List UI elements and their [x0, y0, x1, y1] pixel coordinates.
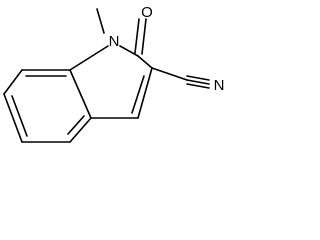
nitrile-triple-bond-mid — [186, 79, 210, 85]
nitrile-triple-bond-top — [186, 75, 210, 81]
methyl-bond — [96, 8, 105, 34]
c2-c3-bond — [137, 55, 153, 69]
c5-c4a-bond — [69, 117, 92, 143]
nitrile-triple-bond-bottom — [186, 83, 210, 89]
c3-c4-bond-outer — [137, 67, 153, 119]
c7-c6-bond — [3, 93, 23, 143]
c7-c6-bond-inner — [11, 95, 28, 137]
n1-c8a-bond — [69, 45, 109, 71]
carbonyl-bond-right — [141, 18, 147, 55]
nitrogen-atom-label: N — [109, 33, 120, 50]
nitrile-carbon-bond — [151, 67, 188, 81]
n1-c2-bond — [119, 45, 139, 57]
oxygen-atom-label: O — [141, 4, 153, 21]
carbonyl-bond-left — [134, 18, 140, 54]
c3-c4-bond-inner — [131, 75, 145, 114]
c8-c7-bond — [3, 69, 23, 95]
nitrile-nitrogen-atom-label: N — [214, 77, 225, 94]
c8a-c4a-bond — [69, 69, 92, 119]
chemical-structure-diagram: N O N — [3, 4, 225, 143]
c5-c4a-bond-inner — [67, 115, 85, 135]
